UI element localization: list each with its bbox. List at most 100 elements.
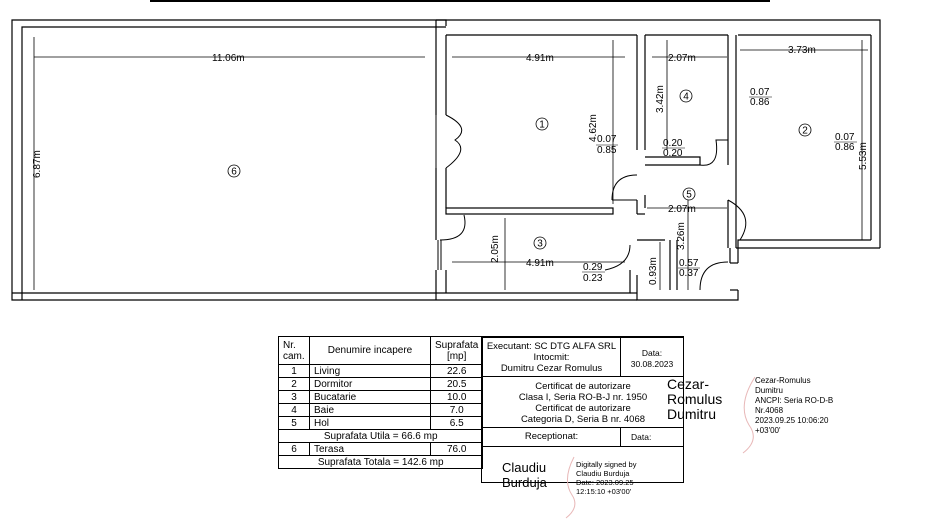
window-hall-top: 0.57 (679, 258, 699, 269)
legend-row-name: Hol (309, 416, 431, 430)
dim-terrace-width: 11.06m (212, 53, 245, 64)
signature-claudiu-details: Digitally signed by Claudiu Burduja Date… (576, 460, 636, 496)
legend-row-nr: 2 (278, 377, 310, 391)
title-block: Executant: SC DTG ALFA SRL Intocmit: Dum… (481, 336, 684, 483)
window-kitchen-top: 0.29 (583, 262, 603, 273)
cert1-title: Certificat de autorizare (535, 381, 631, 392)
legend-row: 5 Hol 6.5 (278, 416, 484, 430)
legend-useful-total: Suprafata Utila = 66.6 mp (277, 429, 484, 443)
legend-row-name: Baie (309, 403, 431, 417)
legend-row: 4 Baie 7.0 (278, 403, 484, 417)
cert2-detail: Categoria D, Seria B nr. 4068 (520, 414, 646, 425)
window-bedroom-left-top: 0.07 (750, 87, 770, 98)
signature-cezar-line1: Cezar- (667, 376, 710, 392)
window-bedroom-right-top: 0.07 (835, 132, 855, 143)
window-bedroom-left-bottom: 0.86 (750, 97, 770, 108)
cert1-detail: Clasa I, Seria RO-B-J nr. 1950 (518, 392, 648, 403)
legend-row-nr: 1 (278, 364, 310, 378)
date-cell: Data: 30.08.2023 (620, 337, 684, 377)
dim-small-height: 0.93m (648, 257, 659, 285)
sig-cezar-detail: ANCPI: Seria RO-D-B (755, 396, 834, 405)
legend-row-area: 76.0 (429, 442, 484, 456)
dim-kitchen-width: 4.91m (526, 258, 554, 269)
window-bath-top: 0.20 (663, 138, 683, 149)
dim-living-height: 4.62m (588, 114, 599, 142)
dim-bedroom-height: 5.53m (858, 142, 869, 170)
signature-cezar-line2: Romulus (667, 391, 723, 407)
dim-bath-height: 3.42m (655, 85, 666, 113)
room-number-bedroom: 2 (802, 126, 808, 137)
sig-cezar-detail: Cezar-Romulus (755, 376, 811, 385)
sig-claudiu-detail: Date: 2023.09.25 (576, 478, 634, 487)
dim-kitchen-height: 2.05m (490, 235, 501, 263)
window-labels: 0.07 0.85 0.20 0.20 0.07 0.86 0.07 0.86 … (582, 87, 857, 284)
sig-cezar-detail: Nr.4068 (755, 406, 784, 415)
window-bedroom-right-bottom: 0.86 (835, 142, 855, 153)
room-number-terrace: 6 (231, 167, 237, 178)
dim-bedroom-width: 3.73m (788, 45, 816, 56)
signature-cezar-details: Cezar-Romulus Dumitru ANCPI: Seria RO-D-… (755, 376, 833, 436)
signature-cezar-stroke (742, 376, 756, 454)
author-text: Dumitru Cezar Romulus (500, 363, 603, 374)
date-label: Data: (641, 348, 663, 358)
certificates-cell: Certificat de autorizare Clasa I, Seria … (482, 376, 684, 428)
legend-row: 3 Bucatarie 10.0 (278, 390, 484, 404)
legend-header-nr: Nr. cam. (278, 336, 310, 365)
legend-row-name: Terasa (309, 442, 431, 456)
sig-claudiu-detail: 12:15:10 +03'00' (576, 487, 632, 496)
window-bath-bottom: 0.20 (663, 148, 683, 159)
legend-row-nr: 6 (278, 442, 310, 456)
window-hall-bottom: 0.37 (679, 268, 699, 279)
legend-header-area: Suprafata [mp] (429, 336, 484, 365)
legend-header-nr-line2: cam. (283, 350, 305, 362)
dim-bath-width: 2.07m (668, 53, 696, 64)
room-number-kitchen: 3 (537, 239, 543, 250)
cert2-title: Certificat de autorizare (535, 403, 631, 414)
terrace-outline (11, 19, 447, 301)
signature-claudiu-name: Claudiu Burduja (502, 460, 547, 490)
room-number-bath: 4 (683, 92, 689, 103)
sig-claudiu-detail: Claudiu Burduja (576, 469, 630, 478)
date-value: 30.08.2023 (630, 359, 674, 369)
window-kitchen-bottom: 0.23 (583, 273, 603, 284)
legend-row-area: 22.6 (429, 364, 484, 378)
signature-claudiu-line2: Burduja (502, 475, 547, 490)
room-legend-table: Nr. cam. Denumire incapere Suprafata [mp… (277, 336, 484, 469)
legend-row-area: 6.5 (429, 416, 484, 430)
floor-plan: 1 2 3 4 5 6 11.06m 6.87m 4.91m 4.62m 2.0… (11, 0, 881, 301)
room-number-living: 1 (539, 120, 545, 131)
legend-row-nr: 4 (278, 403, 310, 417)
doors (435, 114, 747, 291)
legend-row: 6 Terasa 76.0 (278, 442, 484, 456)
legend-row: 2 Dormitor 20.5 (278, 377, 484, 391)
sig-cezar-detail: 2023.09.25 10:06:20 (755, 416, 829, 425)
dimension-lines (33, 37, 868, 290)
sig-claudiu-detail: Digitally signed by (576, 460, 637, 469)
legend-header-area-line2: [mp] (446, 350, 467, 362)
legend-row-name: Bucatarie (309, 390, 431, 404)
signature-claudiu-line1: Claudiu (502, 460, 547, 475)
receptionat-cell: Receptionat: (482, 427, 621, 447)
signature-cezar-name: Cezar- Romulus Dumitru (667, 377, 722, 422)
room-number-hall: 5 (686, 190, 692, 201)
legend-row-name: Living (309, 364, 431, 378)
legend-row-area: 20.5 (429, 377, 484, 391)
legend-grand-total: Suprafata Totala = 142.6 mp (277, 455, 484, 469)
legend-row-area: 7.0 (429, 403, 484, 417)
legend-row-nr: 3 (278, 390, 310, 404)
apartment-walls (435, 19, 881, 301)
window-living-bottom: 0.85 (597, 145, 617, 156)
legend-header-area-line1: Suprafata (435, 339, 479, 351)
sig-cezar-detail: +03'00' (755, 426, 781, 435)
dim-terrace-height: 6.87m (32, 150, 43, 178)
legend-row-nr: 5 (278, 416, 310, 430)
legend-row-name: Dormitor (309, 377, 431, 391)
sig-cezar-detail: Dumitru (755, 386, 784, 395)
signature-claudiu-stroke (565, 456, 576, 519)
legend-row: 1 Living 22.6 (278, 364, 484, 378)
legend-header-nr-line1: Nr. (283, 339, 296, 351)
receptionat-date-cell: Data: (620, 427, 684, 447)
executant-text: Executant: SC DTG ALFA SRL (486, 341, 617, 352)
legend-header-name: Denumire incapere (309, 336, 431, 365)
legend-row-area: 10.0 (429, 390, 484, 404)
